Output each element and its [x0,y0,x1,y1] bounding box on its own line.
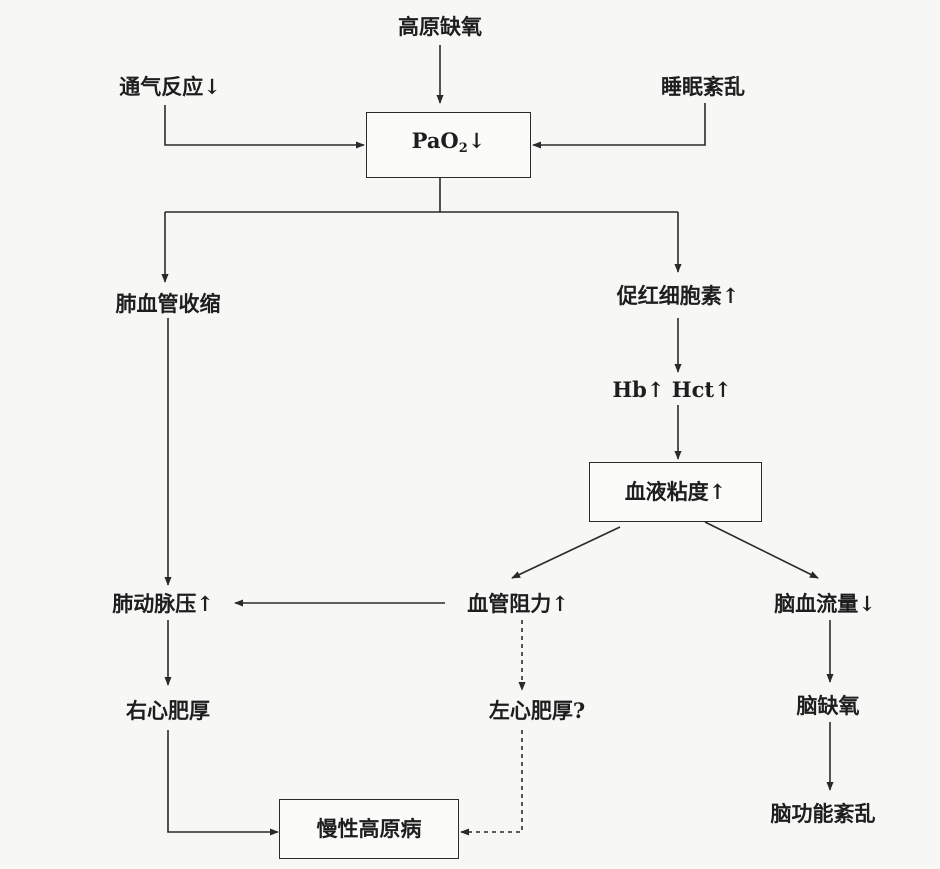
node-chronic-mountain-sickness-box: 慢性高原病 [279,799,459,859]
node-pao2-label: PaO2↓ [411,128,486,156]
line-pao2-split [165,178,678,213]
arrow-right-hypertrophy-to-sickness [167,730,279,836]
node-vascular-resistance: 血管阻力↑ [467,591,569,616]
arrow-ventilation-to-pao2 [164,105,365,149]
node-pulmonary-artery-pressure: 肺动脉压↑ [112,591,214,616]
node-sleep-disorder: 睡眠紊乱 [661,74,745,99]
node-pao2-box: PaO2↓ [366,112,531,178]
node-right-hypertrophy: 右心肥厚 [126,698,210,723]
node-left-hypertrophy: 左心肥厚? [488,698,586,723]
node-blood-viscosity-label: 血液粘度↑ [624,479,727,504]
arrow-left-hypertrophy-to-sickness [460,730,523,836]
node-brain-dysfunction: 脑功能紊乱 [770,801,876,826]
node-altitude-hypoxia: 高原缺氧 [398,14,482,39]
arrow-viscosity-to-cerebral-flow [704,521,819,579]
arrow-viscosity-to-resistance [511,526,621,579]
node-pulmonary-vasoconstriction: 肺血管收缩 [115,291,221,316]
node-ventilation-response: 通气反应↓ [119,74,221,99]
node-hb-hct: Hb↑ Hct↑ [612,377,732,402]
node-blood-viscosity-box: 血液粘度↑ [589,462,762,522]
arrow-sleep-to-pao2 [532,103,706,149]
node-chronic-mountain-sickness-label: 慢性高原病 [316,816,422,841]
node-erythropoietin: 促红细胞素↑ [616,283,740,308]
node-cerebral-hypoxia: 脑缺氧 [796,693,860,718]
node-cerebral-blood-flow: 脑血流量↓ [774,591,876,616]
